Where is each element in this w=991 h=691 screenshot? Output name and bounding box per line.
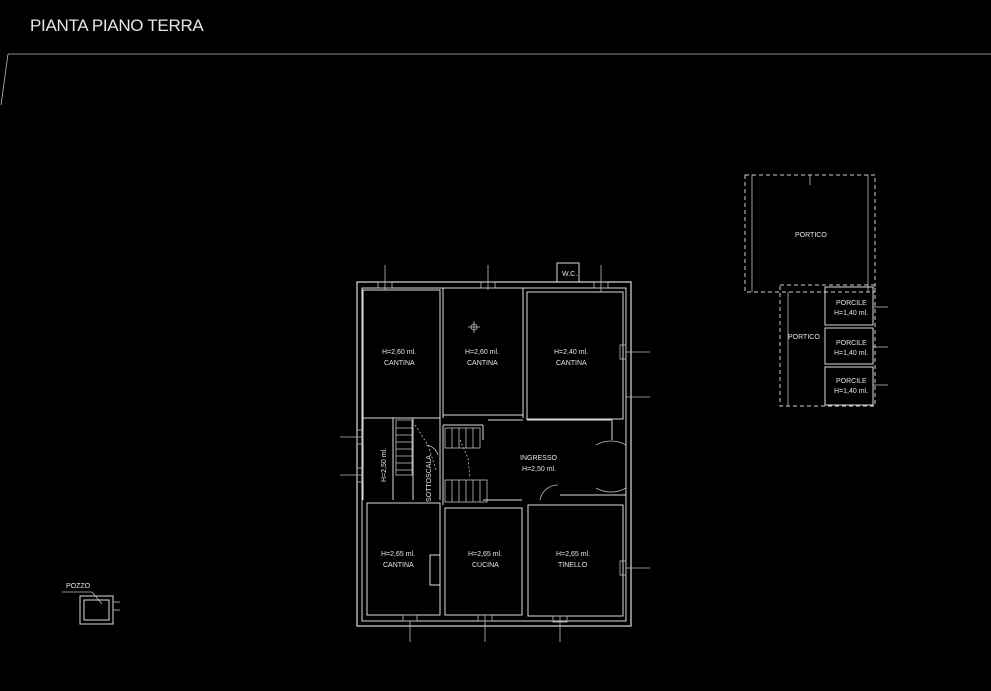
staircase [395,419,488,503]
porcile-1 [824,286,874,326]
ingresso-height: H=2,50 ml. [522,466,556,473]
cantina-3-height: H=2,40 ml. [554,349,588,356]
ingresso-name: INGRESSO [520,455,558,462]
portico-side-label: PORTICO [788,334,820,341]
annex: PORTICO PORTICO PORCILE H=1,40 ml. PORCI… [744,174,888,407]
door-arcs [425,440,627,501]
light-fixture-icon [468,321,480,333]
cantina-2-height: H=2,60 ml. [465,349,499,356]
portico-side [779,284,876,407]
cucina-height: H=2,65 ml. [468,551,502,558]
title-rule [0,53,991,106]
portico-top-label: PORTICO [795,232,827,239]
sottoscala-label: SOTTOSCALA [426,455,433,502]
window-marks [340,265,650,642]
wc-label: W.C. [562,271,577,278]
porcile-3 [824,366,874,406]
porcile-2-name: PORCILE [836,340,867,347]
porcile-2-height: H=1,40 ml. [834,350,868,357]
corridor-height: H=2,50 ml. [381,448,388,482]
cantina-1-name: CANTINA [384,360,415,367]
cantina-4-name: CANTINA [383,562,414,569]
porcile-3-height: H=1,40 ml. [834,388,868,395]
pozzo-label: POZZO [66,583,91,590]
porcile-1-name: PORCILE [836,300,867,307]
cantina-1-height: H=2,60 ml. [382,349,416,356]
porcile-1-height: H=1,40 ml. [834,310,868,317]
main-house: W.C. H=2,60 ml. CANTINA H=2,60 ml. CANTI… [340,262,650,642]
room-tinello [527,504,624,617]
cantina-2-name: CANTINA [467,360,498,367]
cantina-3-name: CANTINA [556,360,587,367]
plan-title: PIANTA PIANO TERRA [30,16,204,35]
tinello-name: TINELLO [558,562,588,569]
tinello-height: H=2,65 ml. [556,551,590,558]
porcile-3-name: PORCILE [836,378,867,385]
cucina-name: CUCINA [472,562,499,569]
porcile-2 [824,327,874,365]
wc-box [556,262,580,283]
room-cantina-4 [366,502,441,616]
cantina-4-height: H=2,65 ml. [381,551,415,558]
pozzo: POZZO [62,583,120,625]
